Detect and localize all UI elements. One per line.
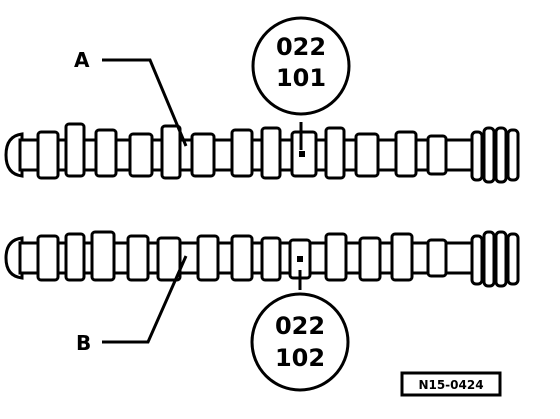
label-b: B	[76, 331, 91, 355]
label-a: A	[74, 48, 90, 72]
leader-lines	[102, 58, 303, 344]
leader-a	[102, 58, 188, 147]
figure-ref-box: N15-0424	[400, 371, 502, 397]
callout-top-line1: 022	[276, 33, 326, 61]
callout-top-line2: 101	[276, 64, 326, 92]
camshaft-b	[4, 230, 520, 288]
callout-bottom: 022 102	[250, 292, 350, 392]
camshaft-a	[4, 122, 520, 184]
figure-ref: N15-0424	[418, 378, 483, 392]
callout-top: 022 101	[251, 16, 351, 116]
leader-b	[102, 255, 188, 344]
callout-bottom-line2: 102	[275, 344, 325, 372]
callout-bottom-line1: 022	[275, 312, 325, 340]
